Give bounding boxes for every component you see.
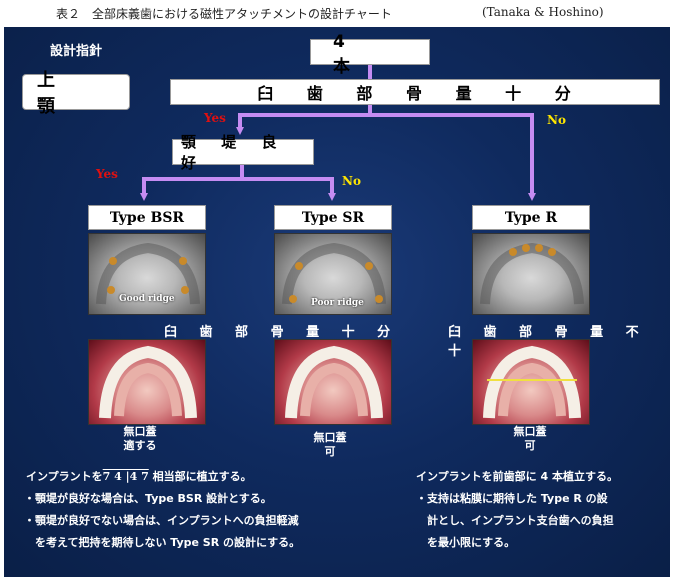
bone-sufficient-box: 臼 歯 部 骨 量 十 分 — [170, 79, 660, 105]
good-ridge-label: Good ridge — [119, 294, 175, 304]
xray-sr-image: Poor ridge — [274, 233, 392, 315]
eval-r: 無口蓋 可 — [513, 425, 547, 452]
notes-right-line4: を最小限にする。 — [416, 536, 516, 549]
yes-label-2: Yes — [96, 167, 118, 181]
design-chart-panel: 設計指針 上 顎 4 本 臼 歯 部 骨 量 十 分 Yes No 顎 堤 良 … — [4, 27, 670, 577]
notes-left: インプラントを7 4 |4 7 相当部に植立する。 ・顎堤が良好な場合は、Typ… — [24, 469, 404, 569]
yes-label-1: Yes — [204, 111, 226, 125]
implant-markers-bsr — [96, 242, 200, 305]
denture-arch-r — [483, 345, 581, 419]
denture-r-image — [472, 339, 590, 425]
notes-right: インプラントを前歯部に 4 本植立する。 ・支持は粘膜に期待した Type R … — [416, 469, 666, 569]
notes-left-line2: ・顎堤が良好な場合は、Type BSR 設計とする。 — [24, 492, 272, 505]
arrow-yes-to-ridge — [236, 105, 372, 135]
flow-arrows — [140, 65, 536, 201]
jaw-label: 上 顎 — [22, 70, 130, 117]
notes-right-line3: 計とし、インプラント支台歯への負担 — [416, 514, 614, 527]
poor-ridge-label: Poor ridge — [311, 298, 364, 308]
eval-bsr: 無口蓋 適する — [123, 425, 157, 452]
xray-r-image — [472, 233, 590, 315]
denture-sr-image — [274, 339, 392, 425]
table-caption: 表２ 全部床義歯における磁性アタッチメントの設計チャート (Tanaka & H… — [0, 0, 674, 26]
xray-bsr-image: Good ridge — [88, 233, 206, 315]
notes-right-line1: インプラントを前歯部に 4 本植立する。 — [416, 470, 618, 483]
notes-left-line3: ・顎堤が良好でない場合は、インプラントへの負担軽減 — [24, 514, 299, 527]
notes-right-line2: ・支持は粘膜に期待した Type R の設 — [416, 492, 608, 505]
no-label-1: No — [547, 113, 566, 127]
implant-markers-r — [480, 242, 584, 305]
type-r-box: Type R — [472, 205, 590, 230]
denture-arch-bsr — [99, 345, 197, 419]
arrow-yes-to-bsr — [140, 165, 244, 201]
ridge-condition-box: 顎 堤 良 好 — [172, 133, 314, 172]
arrow-no-to-type-r — [370, 113, 536, 201]
type-sr-box: Type SR — [274, 205, 392, 230]
section-label: 設計指針 — [50, 44, 103, 59]
implant-markers-sr — [282, 242, 386, 305]
eval-sr: 無口蓋 可 — [313, 431, 347, 458]
caption-authors: (Tanaka & Hoshino) — [482, 5, 604, 19]
tooth-numbers: 7 4 |4 7 — [102, 470, 149, 483]
no-label-2: No — [342, 174, 361, 188]
bone-row-left: 臼 歯 部 骨 量 十 分 — [164, 325, 400, 340]
denture-arch-sr — [285, 345, 383, 419]
denture-bsr-image — [88, 339, 206, 425]
arrow-no-to-sr — [242, 177, 336, 201]
notes-left-line4: を考えて把持を期待しない Type SR の設計にする。 — [24, 536, 301, 549]
type-bsr-box: Type BSR — [88, 205, 206, 230]
notes-left-line1: インプラントを7 4 |4 7 相当部に植立する。 — [26, 470, 252, 483]
implant-count-box: 4 本 — [310, 32, 430, 77]
caption-title: 表２ 全部床義歯における磁性アタッチメントの設計チャート — [56, 7, 392, 21]
